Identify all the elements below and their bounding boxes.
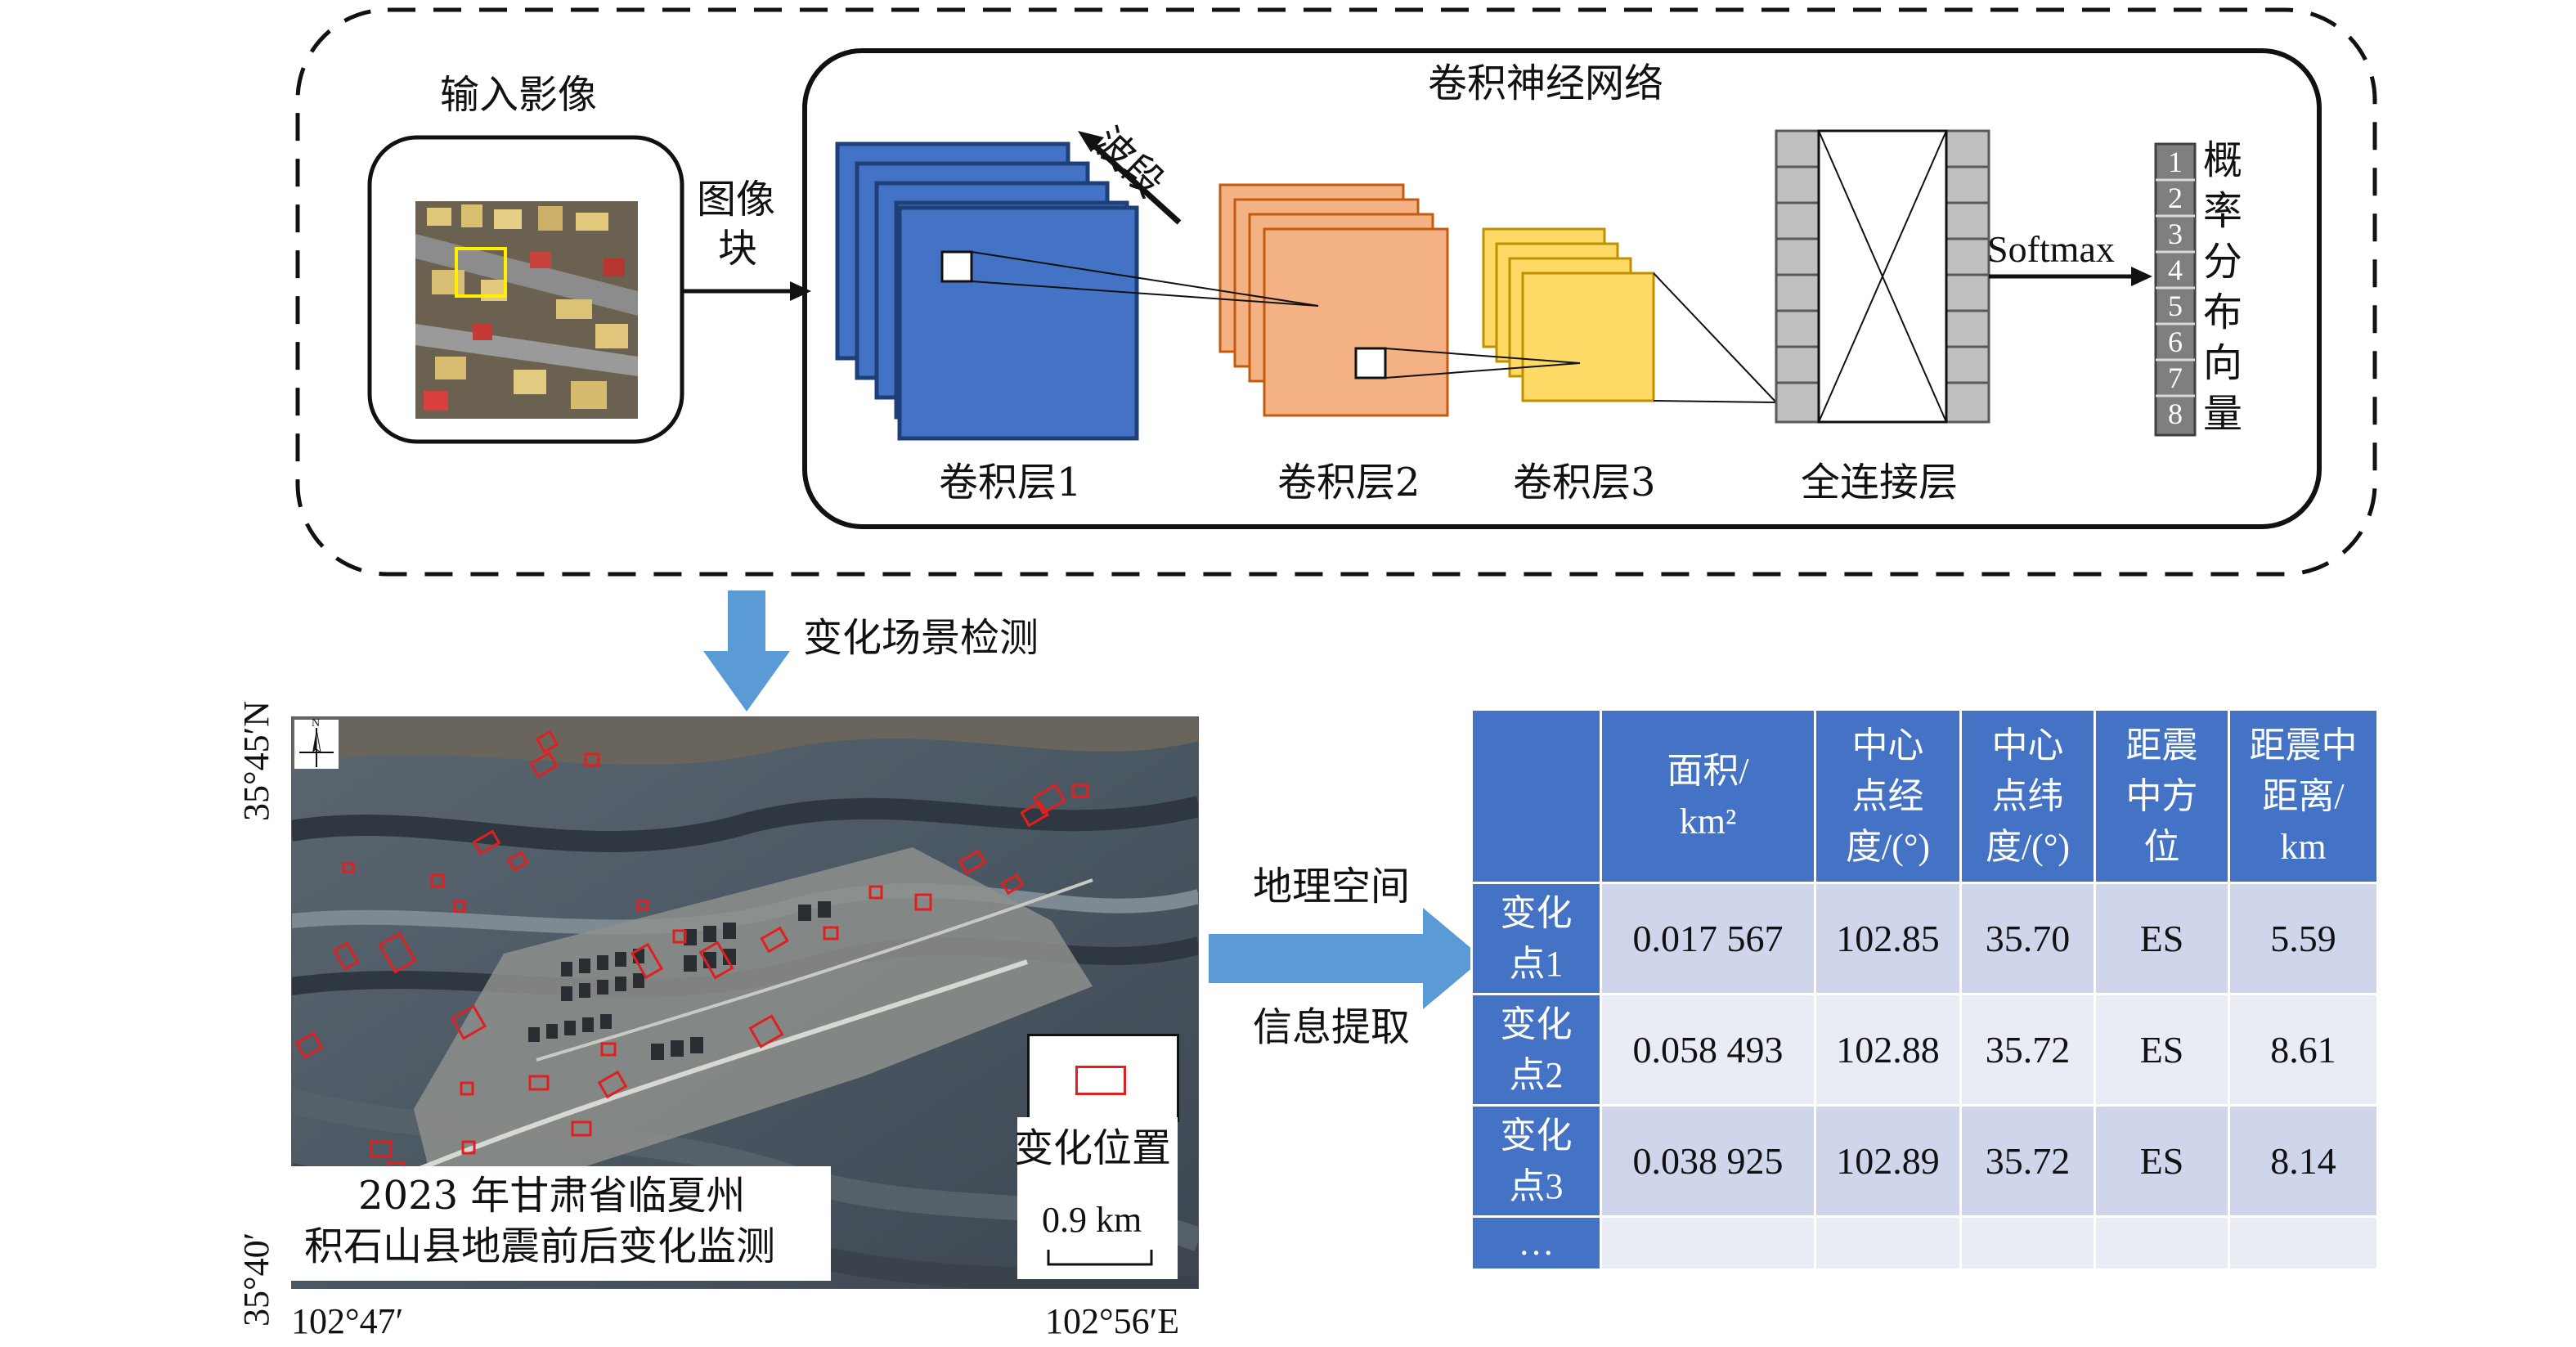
- row-label: …: [1470, 1215, 1602, 1271]
- lat-bottom-label: 35°40′: [236, 1232, 276, 1327]
- lat-cell: [1959, 1215, 2096, 1271]
- direction-cell: ES: [2094, 1104, 2230, 1218]
- table-row: …: [1470, 1215, 2379, 1271]
- map-caption: [291, 1166, 831, 1281]
- input-image-label: 输入影像: [440, 72, 598, 118]
- vector-cell: 3: [2168, 218, 2183, 250]
- result-table: 面积/ km² 中心 点经 度/(°) 中心 点纬 度/(°) 距震 中方 位 …: [1470, 708, 2379, 1271]
- distance-cell: 8.14: [2228, 1104, 2379, 1218]
- conv2-stack: [1218, 183, 1449, 417]
- table-header-cell: 距震中 距离/ km: [2228, 708, 2379, 884]
- map-caption-line2: 积石山县地震前后变化监测: [304, 1224, 776, 1269]
- map-caption-line1: 2023 年甘肃省临夏州: [358, 1173, 746, 1219]
- lon-cell: 102.85: [1814, 882, 1962, 995]
- lat-top-label: 35°45′N: [236, 701, 276, 821]
- patch-label-line2: 块: [718, 226, 758, 272]
- vector-cell: 7: [2168, 361, 2183, 394]
- table-header-cell: 中心 点纬 度/(°): [1959, 708, 2096, 884]
- direction-cell: ES: [2094, 993, 2230, 1107]
- table-header-cell: 距震 中方 位: [2094, 708, 2230, 884]
- conv1-stack: [835, 141, 1139, 441]
- detect-label: 变化场景检测: [803, 615, 1039, 661]
- lon-left-label: 102°47′: [291, 1301, 404, 1341]
- table-header-cell: [1470, 708, 1602, 884]
- distance-cell: 8.61: [2228, 993, 2379, 1107]
- scale-label: 0.9 km: [1042, 1200, 1142, 1240]
- patch-label-line1: 图像: [697, 177, 776, 222]
- map-legend: [1027, 1034, 1179, 1122]
- row-label: 变化 点1: [1470, 882, 1602, 995]
- vector-label-char: 率: [2203, 188, 2243, 234]
- area-cell: [1600, 1215, 1816, 1271]
- vector-label-char: 量: [2203, 391, 2243, 437]
- input-image-thumbnail: [415, 201, 638, 419]
- lon-cell: 102.89: [1814, 1104, 1962, 1218]
- table-header-cell: 面积/ km²: [1600, 708, 1816, 884]
- geo-label-line1: 地理空间: [1253, 864, 1411, 909]
- lat-cell: 35.70: [1959, 882, 2096, 995]
- vector-cell: 8: [2168, 397, 2183, 430]
- cnn-diagram: [295, 7, 2377, 577]
- probability-vector: [2154, 142, 2197, 437]
- vector-cell: 4: [2168, 254, 2183, 286]
- vector-label-char: 分: [2203, 239, 2243, 285]
- lat-cell: 35.72: [1959, 1104, 2096, 1218]
- conv3-stack: [1482, 227, 1655, 402]
- vector-cell: 1: [2168, 146, 2183, 178]
- conv2-label: 卷积层2: [1277, 460, 1420, 505]
- fc-layer: [1775, 129, 1990, 424]
- north-arrow-icon: [294, 720, 339, 769]
- area-cell: 0.058 493: [1600, 993, 1816, 1107]
- lon-cell: 102.88: [1814, 993, 1962, 1107]
- lon-cell: [1814, 1215, 1962, 1271]
- distance-cell: [2228, 1215, 2379, 1271]
- down-arrow: [703, 590, 790, 712]
- lon-right-label: 102°56′E: [1045, 1301, 1180, 1341]
- row-label: 变化 点3: [1470, 1104, 1602, 1218]
- table-header-row: 面积/ km² 中心 点经 度/(°) 中心 点纬 度/(°) 距震 中方 位 …: [1470, 708, 2379, 884]
- geo-label-line2: 信息提取: [1253, 1004, 1411, 1050]
- conv3-label: 卷积层3: [1513, 460, 1656, 505]
- lat-cell: 35.72: [1959, 993, 2096, 1107]
- table-row: 变化 点2 0.058 493 102.88 35.72 ES 8.61: [1470, 993, 2379, 1107]
- vector-label-char: 向: [2203, 340, 2243, 386]
- vector-cell: 5: [2168, 290, 2183, 322]
- area-cell: 0.017 567: [1600, 882, 1816, 995]
- vector-label-char: 布: [2203, 290, 2243, 335]
- table-header-cell: 中心 点经 度/(°): [1814, 708, 1962, 884]
- distance-cell: 5.59: [2228, 882, 2379, 995]
- direction-cell: ES: [2094, 882, 2230, 995]
- right-arrow: [1209, 908, 1483, 1009]
- row-label: 变化 点2: [1470, 993, 1602, 1107]
- direction-cell: [2094, 1215, 2230, 1271]
- legend-label: 变化位置: [1014, 1125, 1172, 1171]
- cnn-title: 卷积神经网络: [1428, 61, 1664, 106]
- vector-cell: 2: [2168, 182, 2183, 214]
- legend-marker-icon: [1075, 1066, 1126, 1095]
- conv1-label: 卷积层1: [939, 460, 1082, 505]
- table-row: 变化 点3 0.038 925 102.89 35.72 ES 8.14: [1470, 1104, 2379, 1218]
- vector-cell: 6: [2168, 326, 2183, 358]
- vector-label-char: 概: [2203, 137, 2243, 183]
- table-row: 变化 点1 0.017 567 102.85 35.70 ES 5.59: [1470, 882, 2379, 995]
- probability-vector-cells: 1 2 3 4 5 6 7 8: [2156, 144, 2195, 435]
- change-markers: [291, 716, 1199, 1289]
- scale-bar-icon: [1047, 1250, 1153, 1266]
- north-label: N: [312, 717, 321, 730]
- area-cell: 0.038 925: [1600, 1104, 1816, 1218]
- fc-label: 全连接层: [1801, 460, 1959, 505]
- softmax-label: Softmax: [1987, 228, 2115, 270]
